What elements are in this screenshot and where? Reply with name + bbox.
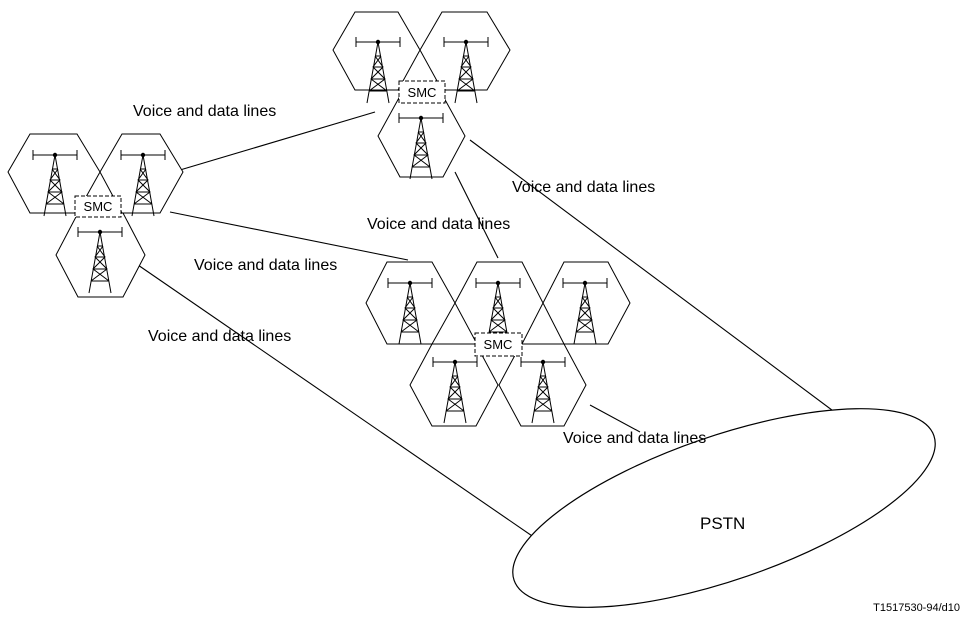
tower-icon (520, 357, 566, 424)
link-label: Voice and data lines (148, 328, 291, 345)
tower-icon (120, 150, 166, 217)
link-labels: Voice and data lines Voice and data line… (133, 103, 706, 447)
pstn-cloud: PSTN (512, 408, 936, 608)
link-label: Voice and data lines (194, 257, 337, 274)
smc-box (398, 80, 446, 104)
pstn-label: PSTN (700, 514, 745, 533)
smc-box (474, 332, 523, 357)
link-label: Voice and data lines (133, 103, 276, 120)
cell (409, 343, 499, 427)
tower-icon (432, 357, 478, 424)
connections (137, 111, 853, 541)
tower-icon (387, 278, 433, 345)
link-left-top (179, 111, 376, 171)
smc-label: SMC (408, 85, 437, 100)
smc-label: SMC (484, 337, 513, 352)
smc-box (74, 195, 122, 218)
link-label: Voice and data lines (512, 179, 655, 196)
pstn-ellipse (512, 408, 936, 608)
cluster-left: SMC (7, 133, 184, 298)
link-top-pstn (469, 139, 853, 426)
figure-id: T1517530-94/d10 (873, 602, 960, 614)
tower-icon (475, 278, 521, 345)
cell (419, 11, 511, 91)
tower-icon (443, 37, 489, 104)
tower-icon (562, 278, 608, 345)
smc-label: SMC (84, 199, 113, 214)
link-top-right (454, 171, 499, 259)
link-label: Voice and data lines (563, 430, 706, 447)
cluster-top: SMC (332, 11, 511, 180)
link-left-right (169, 211, 409, 261)
tower-icon (355, 37, 401, 104)
tower-icon (77, 227, 123, 294)
link-label: Voice and data lines (367, 216, 510, 233)
cell (55, 212, 146, 298)
tower-icon (398, 113, 444, 180)
link-left-pstn (137, 264, 539, 541)
cluster-right: SMC (365, 261, 631, 427)
link-right-pstn (589, 404, 641, 433)
tower-icon (32, 150, 78, 217)
